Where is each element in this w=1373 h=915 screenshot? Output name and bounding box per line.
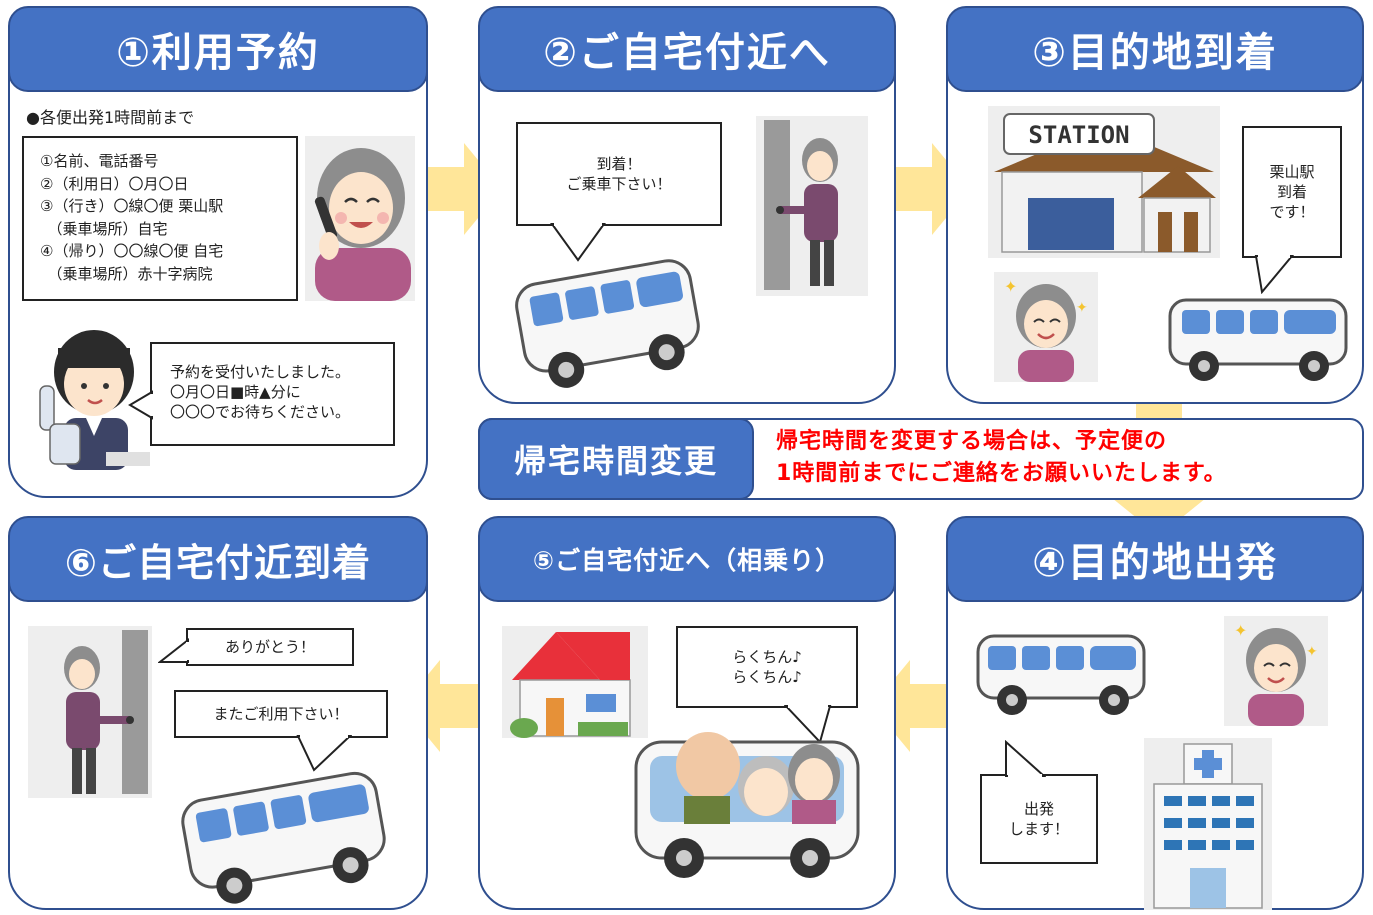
bubble-line: 到着 <box>1276 183 1307 201</box>
form-line: ④（帰り）〇〇線〇便 自宅 <box>40 242 224 260</box>
see-you-bubble: またご利用下さい！ <box>174 690 388 738</box>
thanks-bubble: ありがとう！ <box>186 628 354 666</box>
bubble-line: 出発 <box>1023 800 1054 818</box>
bubble-line: します！ <box>1008 820 1069 838</box>
reply-line: 〇〇〇でお待ちください。 <box>170 403 351 421</box>
bubble-line: らくちん♪ <box>732 668 802 686</box>
reply-line: 予約を受付いたしました。 <box>170 363 351 381</box>
reservation-confirm-bubble: 予約を受付いたしました。 〇月〇日■時▲分に 〇〇〇でお待ちください。 <box>150 342 395 446</box>
station-arrival-bubble: 栗山駅到着です！ <box>1242 126 1342 258</box>
bubble-tail <box>1005 740 1046 778</box>
elderly-woman-at-door-illustration <box>756 116 868 296</box>
svg-text:✦: ✦ <box>1234 621 1247 640</box>
change-message-line: 1時間前までにご連絡をお願いいたします。 <box>776 461 1227 486</box>
bubble-tail <box>550 222 606 262</box>
bubble-line: ご乗車下さい！ <box>566 175 672 193</box>
elderly-woman-phone-illustration <box>305 136 415 301</box>
call-center-operator-illustration <box>39 330 150 470</box>
shared-ride-passengers-illustration <box>634 732 860 878</box>
departure-bubble: 出発します！ <box>980 774 1098 864</box>
arrival-bubble: 到着！ ご乗車下さい！ <box>516 122 722 226</box>
station-sign-text: STATION <box>1028 121 1129 149</box>
step6-title: ⑥ご自宅付近到着 <box>8 516 428 602</box>
minivan-illustration <box>1168 298 1348 381</box>
svg-text:✦: ✦ <box>1004 277 1017 296</box>
bubble-line: またご利用下さい！ <box>213 705 349 723</box>
form-line: （乗車場所）自宅 <box>40 219 168 238</box>
form-line: ①名前、電話番号 <box>40 152 159 170</box>
bubble-line: ありがとう！ <box>224 638 315 656</box>
elderly-woman-at-door-illustration <box>28 626 152 798</box>
change-message: 帰宅時間を変更する場合は、予定便の 1時間前までにご連絡をお願いいたします。 <box>776 426 1227 490</box>
svg-text:✦: ✦ <box>1306 644 1318 660</box>
bubble-tail <box>784 704 832 744</box>
bubble-line: らくちん♪ <box>732 648 802 666</box>
step1-title: ①利用予約 <box>8 6 428 92</box>
bubble-tail <box>1254 254 1294 294</box>
happy-elderly-woman-illustration: ✦✦ <box>1224 616 1328 726</box>
reply-line: 〇月〇日■時▲分に <box>170 383 301 401</box>
happy-elderly-woman-illustration: ✦✦ <box>994 272 1098 382</box>
reservation-form-box: ①名前、電話番号 ②（利用日）〇月〇日 ③（行き）〇線〇便 栗山駅 （乗車場所）… <box>22 136 298 301</box>
bubble-tail <box>158 637 190 663</box>
step1-deadline-note: ●各便出発1時間前まで <box>26 108 195 127</box>
minivan-illustration <box>181 771 386 904</box>
form-line: （乗車場所）赤十字病院 <box>40 264 213 283</box>
form-line: ③（行き）〇線〇便 栗山駅 <box>40 197 224 215</box>
easy-ride-bubble: らくちん♪ らくちん♪ <box>676 626 858 708</box>
bubble-line: 到着！ <box>596 155 642 173</box>
step3-title: ③目的地到着 <box>946 6 1364 92</box>
change-message-line: 帰宅時間を変更する場合は、予定便の <box>776 429 1168 454</box>
minivan-illustration <box>976 634 1146 715</box>
house-illustration <box>502 626 648 738</box>
svg-text:✦: ✦ <box>1076 300 1088 316</box>
step5-title: ⑤ご自宅付近へ（相乗り） <box>478 516 896 602</box>
bubble-tail <box>128 390 154 420</box>
step4-title: ④目的地出発 <box>946 516 1364 602</box>
form-line: ②（利用日）〇月〇日 <box>40 174 189 193</box>
station-building-illustration: STATION <box>988 106 1220 258</box>
minivan-illustration <box>515 259 700 388</box>
bubble-line: 栗山駅 <box>1269 163 1315 181</box>
hospital-illustration <box>1144 738 1272 910</box>
step2-title: ②ご自宅付近へ <box>478 6 896 92</box>
bubble-line: です！ <box>1269 203 1315 221</box>
step3-panel: STATION 栗山駅到着です！ ✦✦ <box>946 6 1364 404</box>
bubble-tail <box>296 734 352 772</box>
return-time-change-label: 帰宅時間変更 <box>478 418 754 500</box>
